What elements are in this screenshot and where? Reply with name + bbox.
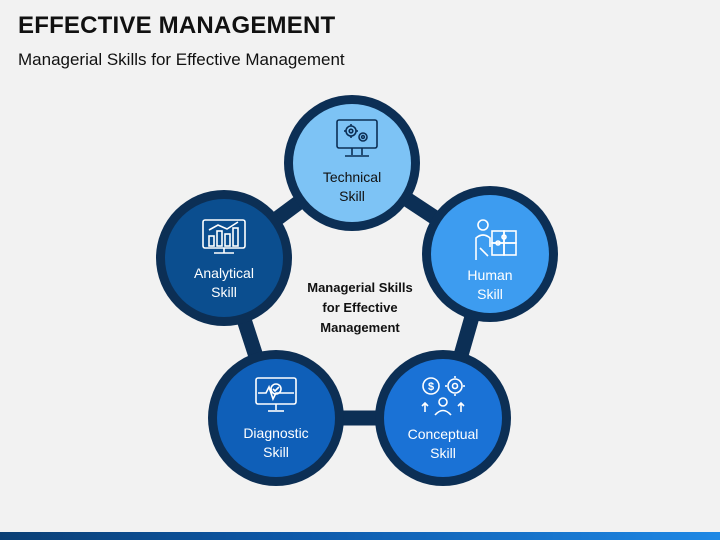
node-technical-label-line1: Technical — [322, 169, 382, 185]
page-subtitle: Managerial Skills for Effective Manageme… — [18, 50, 345, 69]
node-analytical-fill — [165, 199, 283, 317]
monitor-check-icon — [255, 377, 297, 412]
chart-board-icon — [202, 219, 246, 254]
node-conceptual-label-line2: Skill — [430, 445, 456, 461]
node-technical-label-line2: Skill — [339, 188, 365, 204]
node-analytical — [156, 190, 292, 326]
svg-text:$: $ — [428, 381, 434, 393]
computer-gears-icon — [336, 119, 378, 157]
node-human-label: Human Skill — [435, 266, 545, 304]
node-diagnostic-label-line2: Skill — [263, 444, 289, 460]
node-technical-label: Technical Skill — [297, 168, 407, 206]
node-analytical-label: Analytical Skill — [169, 264, 279, 302]
node-analytical-label-line2: Skill — [211, 284, 237, 300]
node-technical — [284, 95, 420, 231]
node-conceptual-label: Conceptual Skill — [388, 425, 498, 463]
center-label: Managerial Skills for Effective Manageme… — [290, 278, 430, 338]
node-human-label-line2: Skill — [477, 286, 503, 302]
bottom-accent-bar — [0, 532, 720, 540]
node-conceptual-label-line1: Conceptual — [407, 426, 479, 442]
node-technical-fill — [293, 104, 411, 222]
person-puzzle-icon — [475, 219, 517, 260]
node-human-label-line1: Human — [467, 267, 513, 283]
node-diagnostic-fill — [217, 359, 335, 477]
node-diagnostic — [208, 350, 344, 486]
node-human-fill — [431, 195, 549, 313]
center-label-line3: Management — [320, 320, 400, 335]
dollar-gear-person-icon: $ — [421, 376, 465, 416]
node-conceptual: $ — [375, 350, 511, 486]
page-title: EFFECTIVE MANAGEMENT — [18, 12, 336, 39]
node-diagnostic-label: Diagnostic Skill — [221, 424, 331, 462]
center-label-line1: Managerial Skills — [307, 280, 413, 295]
node-human — [422, 186, 558, 322]
node-conceptual-fill — [384, 359, 502, 477]
center-label-line2: for Effective — [322, 300, 398, 315]
node-diagnostic-label-line1: Diagnostic — [243, 425, 309, 441]
node-analytical-label-line1: Analytical — [194, 265, 254, 281]
